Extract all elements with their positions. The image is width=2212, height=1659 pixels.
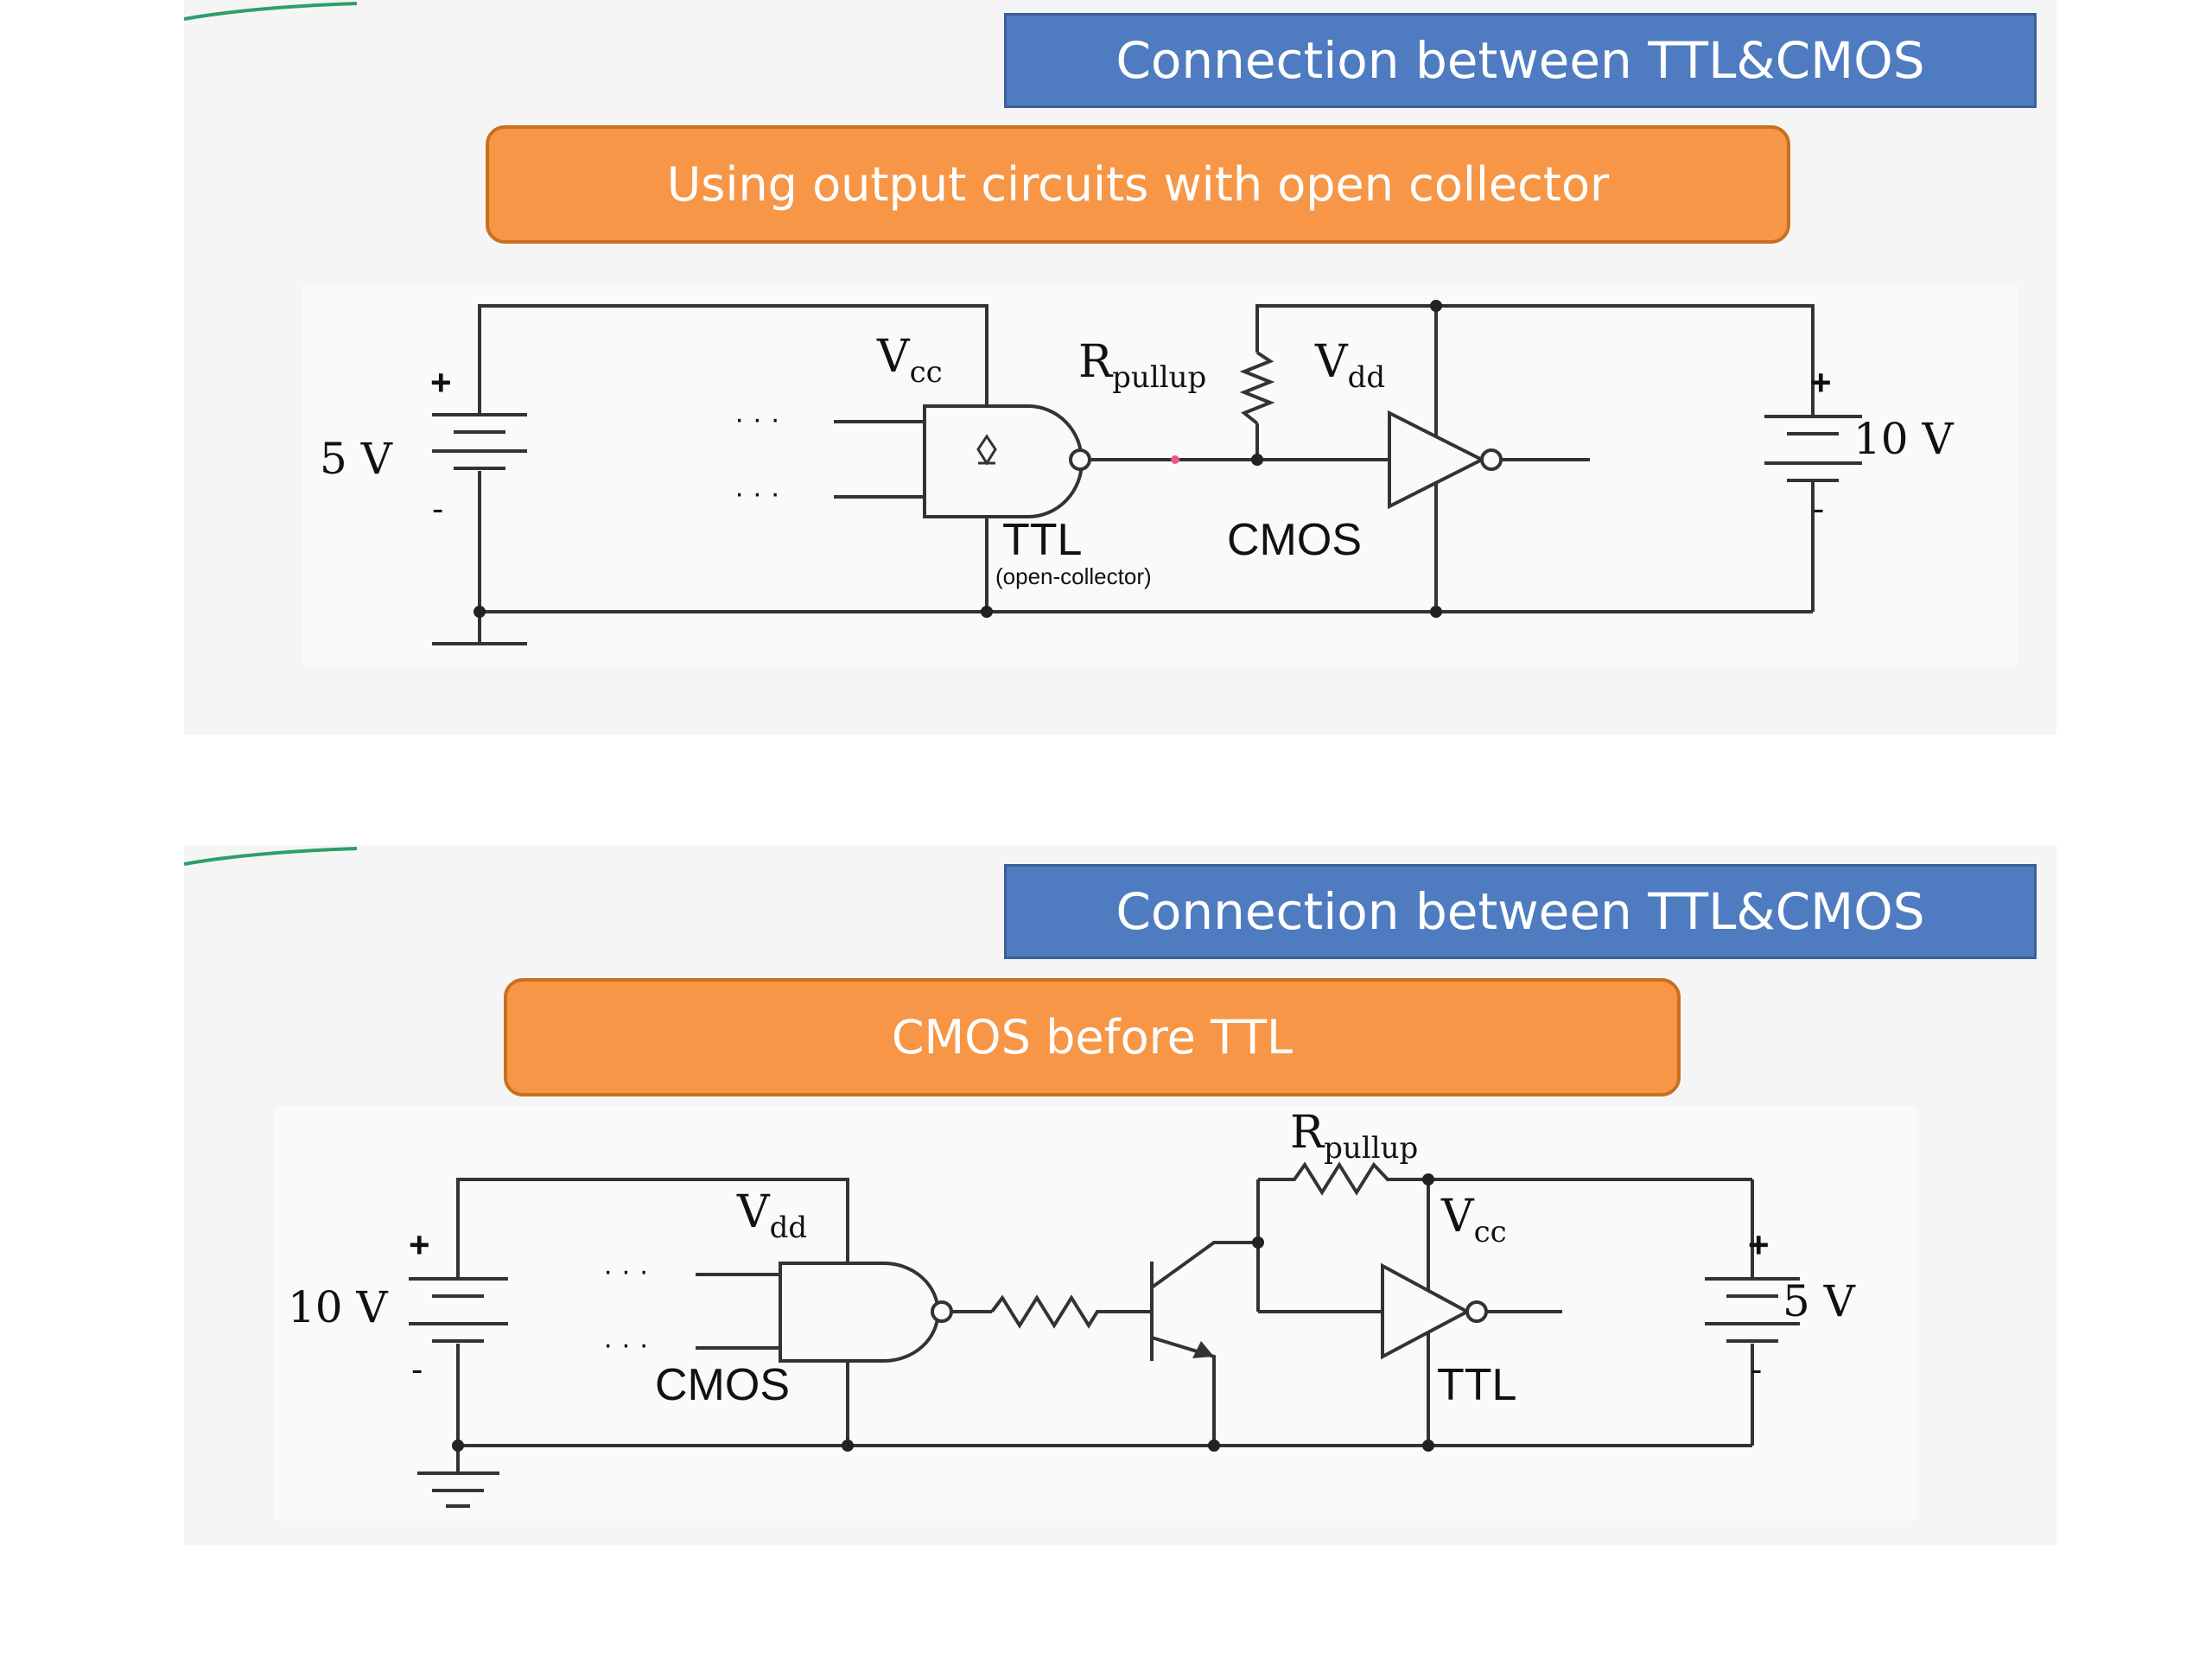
- battery-10v-left: [409, 1277, 508, 1343]
- cmos-buffer: [1388, 410, 1486, 510]
- ttl-output-bubble: [1069, 448, 1091, 471]
- label-10v: 10 V: [288, 1282, 389, 1332]
- label-plus-right: +: [1810, 362, 1832, 403]
- battery-10v-right: [1764, 415, 1862, 482]
- slide-accent-line: [184, 847, 357, 866]
- label-5v: 5 V: [1783, 1276, 1856, 1326]
- label-5v: 5 V: [320, 434, 393, 484]
- label-vcc: Vcc: [876, 331, 943, 390]
- label-minus-left: -: [411, 1351, 423, 1389]
- circuit-1-wires: [432, 304, 1815, 645]
- ttl-and-gate: [923, 404, 1084, 518]
- slide-1-subtitle-text: Using output circuits with open collecto…: [666, 157, 1610, 212]
- slide-2-title: Connection between TTL&CMOS: [1004, 864, 2037, 959]
- circuit-1-svg: 5 V + - + - 10 V Vcc Rpullup Vdd TTL (op…: [320, 300, 1955, 645]
- cmos-output-bubble: [931, 1300, 953, 1323]
- input-dots-1b: · · ·: [734, 477, 780, 510]
- input-dots-2b: · · ·: [603, 1328, 649, 1361]
- slide-2-circuit-diagram: 10 V + - + - 5 V Vdd Rpullup Vcc CMOS TT…: [275, 1106, 1916, 1521]
- label-rpullup: Rpullup: [1290, 1107, 1418, 1166]
- label-cmos: CMOS: [1227, 515, 1362, 565]
- slide-1-title-text: Connection between TTL&CMOS: [1116, 31, 1925, 90]
- label-plus-left: +: [430, 362, 452, 403]
- input-dots-2a: · · ·: [603, 1255, 649, 1287]
- ttl-buffer: [1381, 1262, 1471, 1360]
- open-collector-icon: [976, 434, 997, 466]
- label-plus-left: +: [409, 1224, 430, 1265]
- cmos-nand-gate: [779, 1262, 940, 1363]
- junction-dots-2: [452, 1173, 1434, 1452]
- ttl-output-bubble: [1465, 1300, 1488, 1323]
- label-ttl: TTL: [1437, 1360, 1516, 1410]
- circuit-2-svg: 10 V + - + - 5 V Vdd Rpullup Vcc CMOS TT…: [288, 1107, 1856, 1508]
- battery-5v-left: [432, 413, 527, 470]
- label-plus-right: +: [1748, 1224, 1770, 1265]
- slide-1-circuit-diagram: 5 V + - + - 10 V Vcc Rpullup Vdd TTL (op…: [302, 285, 2018, 665]
- battery-5v-right: [1705, 1277, 1800, 1343]
- slide-1-subtitle: Using output circuits with open collecto…: [486, 125, 1790, 244]
- circuit-2-wires: [417, 1161, 1754, 1508]
- label-10v: 10 V: [1853, 414, 1955, 464]
- label-minus-left: -: [432, 490, 443, 528]
- junction-dots-1: [474, 300, 1442, 618]
- input-dots-1a: · · ·: [734, 403, 780, 435]
- label-ttl: TTL: [1002, 515, 1082, 565]
- label-cmos: CMOS: [655, 1360, 790, 1410]
- pullup-resistor-1: [1239, 351, 1275, 425]
- slide-2-title-text: Connection between TTL&CMOS: [1116, 882, 1925, 941]
- label-vdd: Vdd: [736, 1186, 807, 1245]
- label-rpullup: Rpullup: [1078, 336, 1206, 395]
- pointer-dot: [1171, 455, 1179, 464]
- slide-accent-line: [184, 2, 357, 21]
- label-vdd: Vdd: [1314, 336, 1385, 395]
- label-minus-right: -: [1813, 490, 1824, 528]
- cmos-output-bubble: [1480, 448, 1503, 471]
- slide-1-title: Connection between TTL&CMOS: [1004, 13, 2037, 108]
- label-minus-right: -: [1751, 1351, 1762, 1389]
- emitter-arrow: [1192, 1341, 1214, 1358]
- slide-2-subtitle-text: CMOS before TTL: [891, 1010, 1294, 1065]
- slide-2-subtitle: CMOS before TTL: [504, 978, 1681, 1096]
- label-open-collector: (open-collector): [995, 563, 1152, 589]
- label-vcc: Vcc: [1440, 1191, 1507, 1249]
